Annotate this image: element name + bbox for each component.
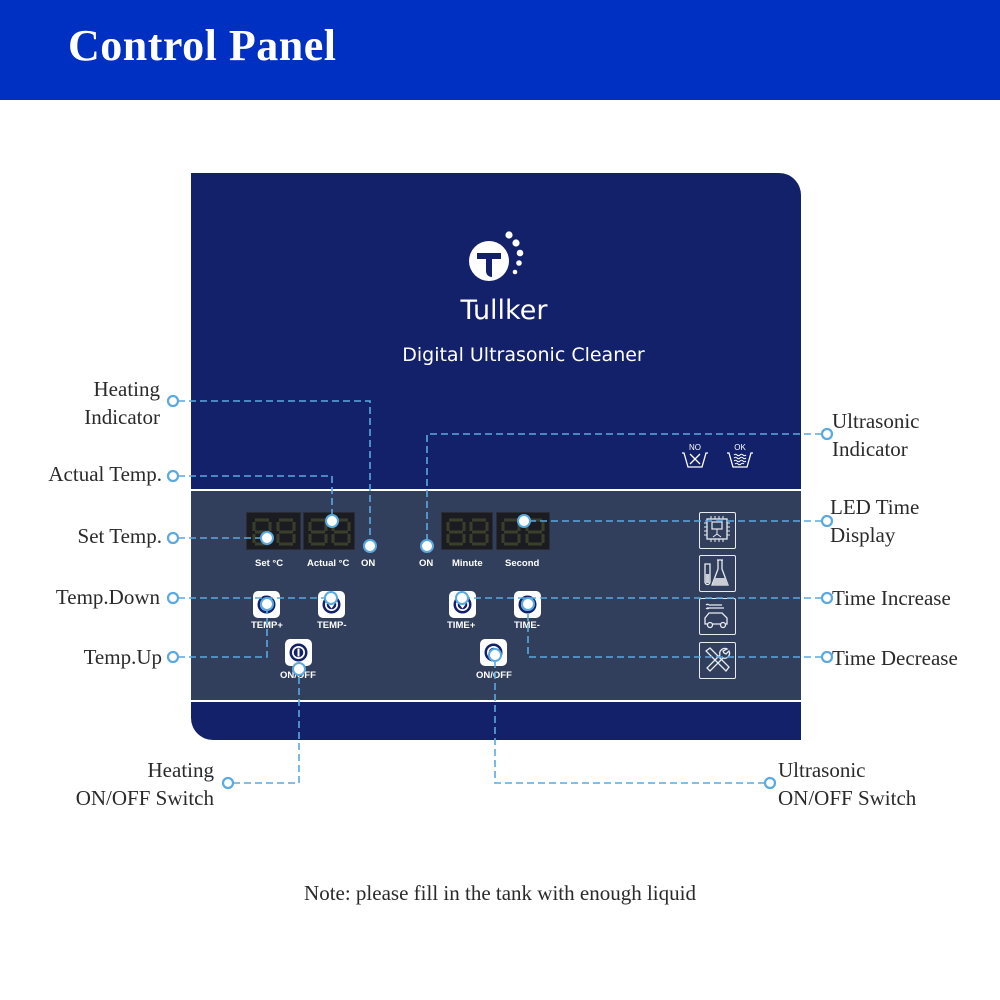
ok-liquid-wash-icon: OK <box>727 443 753 468</box>
ultrasonic-onoff-button[interactable] <box>480 639 507 666</box>
ultrasonic-on-label: ON <box>419 558 434 569</box>
header-banner: Control Panel <box>0 0 1000 100</box>
page-title: Control Panel <box>68 21 337 70</box>
callout-line-2: ON/OFF Switch <box>75 786 214 810</box>
callout-dot <box>166 394 180 408</box>
callout-line-1: Ultrasonic <box>832 409 920 433</box>
arrow-up-icon <box>257 595 276 614</box>
actual-temp-display <box>303 512 355 550</box>
car-parts-icon <box>699 598 736 635</box>
arrow-down-icon <box>322 595 341 614</box>
power-icon <box>289 643 308 662</box>
callout-temp-up: Temp.Up <box>83 645 162 669</box>
callout-heating-switch: Heating ON/OFF Switch <box>76 756 214 812</box>
circuit-board-icon <box>699 512 736 549</box>
callout-dot <box>820 591 834 605</box>
seven-segment-digits <box>446 518 489 546</box>
heating-onoff-button[interactable] <box>285 639 312 666</box>
callout-led-time-display: LED Time Display <box>830 493 919 549</box>
callout-dot <box>166 650 180 664</box>
time-minus-label: TIME- <box>514 620 540 631</box>
callout-line-1: Heating <box>147 758 214 782</box>
time-minus-button[interactable] <box>514 591 541 618</box>
callout-line-2: ON/OFF Switch <box>778 786 917 810</box>
second-display <box>496 512 550 550</box>
callout-line-1: Ultrasonic <box>778 758 866 782</box>
callout-dot <box>820 650 834 664</box>
callout-dot <box>221 776 235 790</box>
callout-line-2: Display <box>830 523 896 547</box>
callout-dot <box>166 531 180 545</box>
seven-segment-digits <box>308 518 351 546</box>
callout-ultrasonic-indicator: Ultrasonic Indicator <box>832 407 919 463</box>
brand-name: Tullker <box>460 295 548 326</box>
arrow-up-icon <box>518 595 537 614</box>
seven-segment-digits <box>252 518 296 546</box>
temp-minus-button[interactable] <box>318 591 345 618</box>
callout-dot <box>166 469 180 483</box>
callout-dot <box>820 427 834 441</box>
callout-set-temp: Set Temp. <box>77 524 162 548</box>
callout-ultrasonic-switch: Ultrasonic ON/OFF Switch <box>778 756 916 812</box>
callout-dot <box>166 591 180 605</box>
temp-plus-label: TEMP+ <box>251 620 283 631</box>
callout-actual-temp: Actual Temp. <box>48 462 162 486</box>
lab-flask-icon <box>699 555 736 592</box>
callout-dot <box>763 776 777 790</box>
callout-line-2: Indicator <box>84 405 160 429</box>
ok-label: OK <box>734 443 746 452</box>
footer-note: Note: please fill in the tank with enoug… <box>304 881 696 905</box>
ultrasonic-onoff-label: ON/OFF <box>476 670 512 681</box>
minute-label: Minute <box>452 558 483 569</box>
time-plus-label: TIME+ <box>447 620 476 631</box>
temp-plus-button[interactable] <box>253 591 280 618</box>
set-temp-display <box>246 512 301 550</box>
device-model-name: Digital Ultrasonic Cleaner <box>402 344 645 366</box>
no-liquid-wash-icon: NO <box>682 443 708 468</box>
callout-time-decrease: Time Decrease <box>832 646 958 670</box>
callout-line-1: LED Time <box>830 495 920 519</box>
power-icon <box>484 643 503 662</box>
seven-segment-digits <box>501 518 545 546</box>
arrow-down-icon <box>453 595 472 614</box>
tools-icon <box>699 642 736 679</box>
tullker-logo-icon <box>469 231 524 281</box>
temp-minus-label: TEMP- <box>317 620 347 631</box>
no-label: NO <box>689 443 701 452</box>
callout-temp-down: Temp.Down <box>55 585 160 609</box>
heating-onoff-label: ON/OFF <box>280 670 316 681</box>
set-temp-label: Set °C <box>255 558 284 569</box>
heating-on-label: ON <box>361 558 376 569</box>
time-plus-button[interactable] <box>449 591 476 618</box>
callout-heating-indicator: Heating Indicator <box>84 375 160 431</box>
callout-line-1: Heating <box>93 377 160 401</box>
callout-line-2: Indicator <box>832 437 908 461</box>
control-panel-device: Tullker Digital Ultrasonic Cleaner NO OK <box>191 173 801 740</box>
actual-temp-label: Actual °C <box>307 558 350 569</box>
callout-time-increase: Time Increase <box>832 586 951 610</box>
second-label: Second <box>505 558 540 569</box>
minute-display <box>441 512 493 550</box>
